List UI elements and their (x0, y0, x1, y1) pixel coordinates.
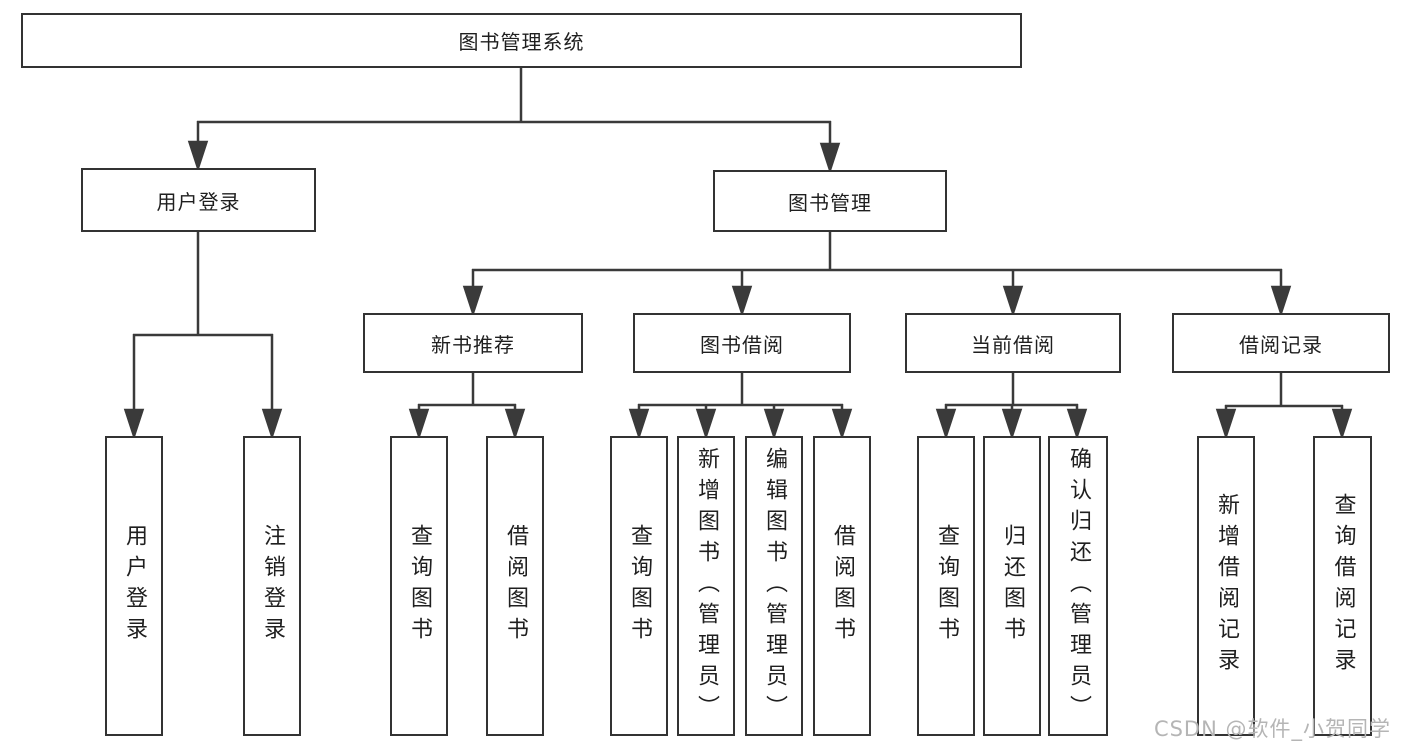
level2-label: 图书管理 (788, 190, 872, 215)
level3-box-borrowing-records: 借阅记录 (1172, 313, 1390, 373)
level3-label: 借阅记录 (1239, 332, 1323, 357)
leaf-box-edit-books-admin: 编辑图书（管理员） (745, 436, 803, 736)
arrowhead (1001, 408, 1023, 441)
arrowhead (462, 285, 484, 318)
csdn-watermark: CSDN @软件_小贺同学 (1153, 717, 1391, 741)
level3-box-current-borrowing: 当前借阅 (905, 313, 1121, 373)
arrowhead (763, 408, 785, 441)
leaf-label: 借阅图书 (503, 524, 528, 648)
leaf-box-query-borrow-record: 查询借阅记录 (1313, 436, 1372, 736)
arrowhead (1331, 408, 1353, 441)
leaf-label: 查询图书 (407, 524, 432, 648)
arrowhead (187, 140, 209, 173)
arrowhead (1270, 285, 1292, 318)
arrowhead (831, 408, 853, 441)
level2-label: 用户登录 (156, 189, 241, 214)
leaf-label: 归还图书 (1000, 524, 1025, 648)
leaf-box-add-books-admin: 新增图书（管理员） (677, 436, 735, 736)
connector-user-login-to-leaves (123, 232, 283, 441)
leaf-label: 编辑图书（管理员） (762, 446, 787, 726)
leaf-label: 用户登录 (122, 524, 147, 648)
leaf-label: 新增借阅记录 (1214, 493, 1239, 679)
arrowhead (819, 142, 841, 175)
connector-book-management-to-level3 (462, 232, 1292, 318)
arrowhead (695, 408, 717, 441)
arrowhead (731, 285, 753, 318)
leaf-box-logout: 注销登录 (243, 436, 301, 736)
connector-borrowing-records-to-leaves (1215, 373, 1353, 441)
leaf-label: 注销登录 (260, 524, 285, 648)
leaf-box-borrow-books-borrowing: 借阅图书 (813, 436, 871, 736)
arrowhead (1066, 408, 1088, 441)
arrowhead (261, 408, 283, 441)
leaf-box-query-books-current: 查询图书 (917, 436, 975, 736)
root-label: 图书管理系统 (458, 30, 585, 54)
leaf-label: 新增图书（管理员） (694, 446, 719, 726)
level3-label: 新书推荐 (431, 332, 515, 357)
leaf-box-add-borrow-record: 新增借阅记录 (1197, 436, 1255, 736)
leaf-label: 借阅图书 (830, 524, 855, 648)
leaf-box-return-books: 归还图书 (983, 436, 1041, 736)
leaf-box-user-login: 用户登录 (105, 436, 163, 736)
leaf-box-borrow-books-recommend: 借阅图书 (486, 436, 544, 736)
root-box-library-management-system: 图书管理系统 (21, 13, 1022, 68)
arrowhead (628, 408, 650, 441)
arrowhead (408, 408, 430, 441)
leaf-label: 查询图书 (627, 524, 652, 648)
leaf-box-confirm-return-admin: 确认归还（管理员） (1048, 436, 1108, 736)
level3-label: 当前借阅 (971, 332, 1055, 357)
level3-box-new-book-recommend: 新书推荐 (363, 313, 583, 373)
connector-new-book-recommend-to-leaves (408, 373, 526, 441)
arrowhead (504, 408, 526, 441)
arrowhead (935, 408, 957, 441)
leaf-label: 确认归还（管理员） (1066, 446, 1091, 726)
leaf-label: 查询图书 (934, 524, 959, 648)
level2-box-user-login: 用户登录 (81, 168, 316, 232)
connector-root-to-level2 (187, 68, 841, 175)
level3-label: 图书借阅 (700, 332, 784, 357)
leaf-label: 查询借阅记录 (1330, 493, 1356, 679)
leaf-box-query-books-recommend: 查询图书 (390, 436, 448, 736)
arrowhead (1215, 408, 1237, 441)
level2-box-book-management: 图书管理 (713, 170, 947, 232)
connector-book-borrowing-to-leaves (628, 373, 853, 441)
arrowhead (1002, 285, 1024, 318)
leaf-box-query-books-borrowing: 查询图书 (610, 436, 668, 736)
connector-current-borrowing-to-leaves (935, 373, 1088, 441)
level3-box-book-borrowing: 图书借阅 (633, 313, 851, 373)
arrowhead (123, 408, 145, 441)
